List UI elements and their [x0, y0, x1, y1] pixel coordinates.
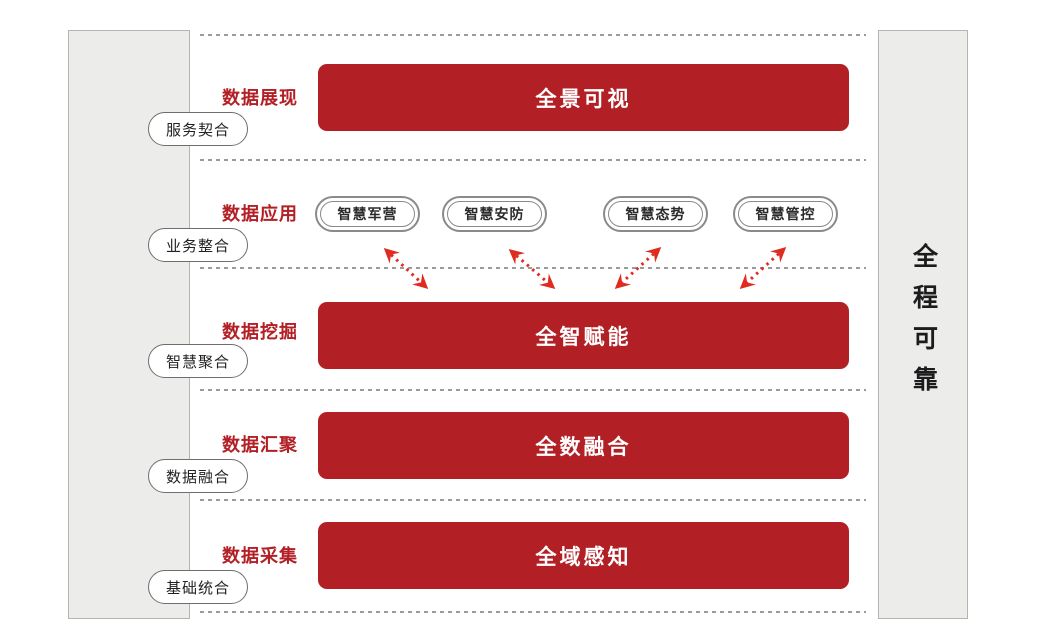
left-panel-pill: 数据融合 — [148, 459, 248, 493]
row-separator — [200, 611, 866, 613]
row-bar: 全智赋能 — [318, 302, 849, 369]
row-bar: 全域感知 — [318, 522, 849, 589]
app-pill-label: 智慧军营 — [320, 201, 415, 227]
arrow — [508, 249, 556, 289]
row-separator — [200, 499, 866, 501]
app-pill-label: 智慧安防 — [447, 201, 542, 227]
right-panel: 全程可靠 — [878, 30, 968, 619]
app-pill-label: 智慧态势 — [608, 201, 703, 227]
left-panel-pill: 智慧聚合 — [148, 344, 248, 378]
app-pill-label: 智慧管控 — [738, 201, 833, 227]
row-label: 数据应用 — [222, 204, 298, 224]
row-label: 数据采集 — [222, 546, 298, 566]
app-pill: 智慧态势 — [603, 196, 708, 232]
row-separator — [200, 267, 866, 269]
left-panel-pill: 基础统合 — [148, 570, 248, 604]
left-panel-pill: 业务整合 — [148, 228, 248, 262]
row-separator — [200, 389, 866, 391]
row-separator — [200, 34, 866, 36]
row-label: 数据展现 — [222, 88, 298, 108]
left-panel-pill: 服务契合 — [148, 112, 248, 146]
right-panel-label: 全程可靠 — [909, 242, 938, 407]
app-pill: 智慧军营 — [315, 196, 420, 232]
app-pill: 智慧管控 — [733, 196, 838, 232]
row-label: 数据挖掘 — [222, 322, 298, 342]
row-separator — [200, 159, 866, 161]
left-panel: 服务契合 业务整合 智慧聚合 数据融合 基础统合 — [68, 30, 248, 619]
row-label: 数据汇聚 — [222, 435, 298, 455]
row-bar: 全数融合 — [318, 412, 849, 479]
app-pill: 智慧安防 — [442, 196, 547, 232]
row-bar: 全景可视 — [318, 64, 849, 131]
